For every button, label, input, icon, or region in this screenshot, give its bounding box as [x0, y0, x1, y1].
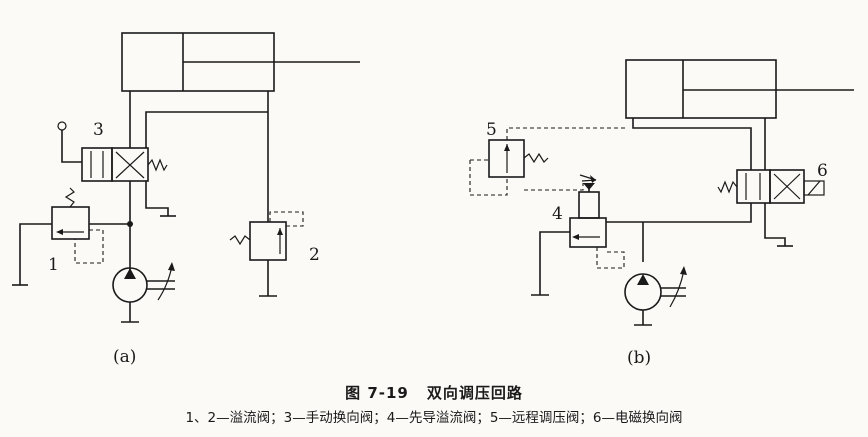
pump-b	[624, 266, 687, 326]
label-valve-3: 3	[93, 120, 104, 140]
figure-caption-title: 图 7-19 双向调压回路	[0, 382, 868, 403]
label-subfigure-b: (b)	[627, 348, 651, 368]
valve-2-relief	[229, 211, 304, 297]
valve-6-solenoid-directional	[606, 169, 825, 247]
cylinder-a	[121, 32, 360, 92]
figure-number: 图 7-19	[345, 384, 409, 402]
label-valve-2: 2	[309, 245, 320, 265]
circuit-b: 5 4 6 (b)	[469, 59, 854, 368]
pump-a	[112, 262, 175, 323]
label-valve-1: 1	[48, 255, 59, 275]
label-valve-5: 5	[486, 120, 497, 140]
figure-title: 双向调压回路	[426, 384, 523, 402]
cylinder-b	[625, 59, 854, 119]
valve-5-remote-pressure	[469, 127, 627, 196]
figure-legend: 1、2—溢流阀；3—手动换向阀；4—先导溢流阀；5—远程调压阀；6—电磁换向阀	[185, 410, 683, 426]
valve-4-pilot-relief	[531, 174, 625, 296]
label-subfigure-a: (a)	[113, 347, 136, 367]
valve-1-relief	[12, 187, 130, 286]
hydraulic-diagram: 3 1 2 (a)	[12, 32, 854, 368]
label-valve-4: 4	[552, 204, 563, 224]
circuit-a: 3 1 2 (a)	[12, 32, 360, 367]
valve-3-manual-directional	[57, 121, 176, 217]
label-valve-6: 6	[817, 161, 828, 181]
